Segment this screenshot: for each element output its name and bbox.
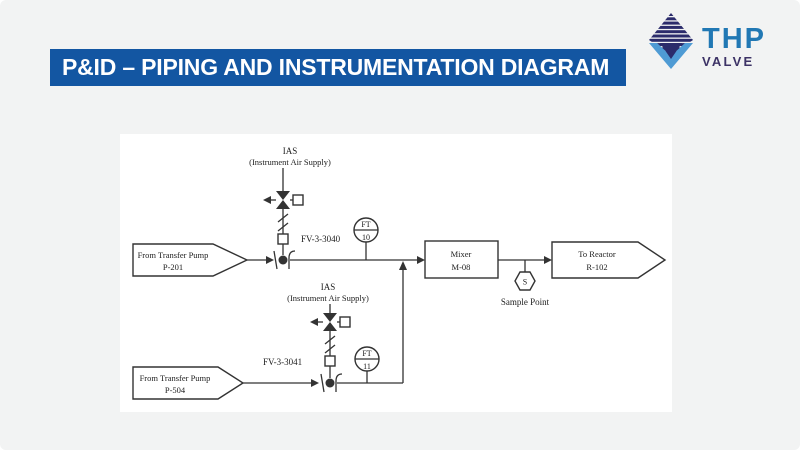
logo-brand-text: THP <box>702 23 766 55</box>
valve-fv-3-3041 <box>320 373 343 393</box>
positioner-box-top <box>277 233 289 245</box>
pilot-valve-bottom-triangle <box>276 200 290 209</box>
destination-reactor-r102: To Reactor R-102 <box>551 241 667 279</box>
source-p201-line1: From Transfer Pump <box>138 250 209 260</box>
positioner-box-bottom <box>324 355 336 367</box>
mixer-m08: Mixer M-08 <box>424 240 499 279</box>
ias-label-bottom: IAS (Instrument Air Supply) <box>287 282 369 303</box>
pid-diagram: From Transfer Pump P-201 IAS (Instrument… <box>132 146 667 400</box>
flow-transmitter-ft10: FT 10 <box>353 217 379 260</box>
ft11-letters: FT <box>362 349 371 358</box>
pilot-valve-bottom-triangle <box>323 322 337 331</box>
mixer-line2: M-08 <box>452 262 471 272</box>
pilot-valve-top-triangle <box>276 191 290 200</box>
source-p201-line2: P-201 <box>163 262 183 272</box>
flow-arrow-top <box>266 256 274 264</box>
signal-slash <box>324 335 336 345</box>
logo-sub-text: VALVE <box>702 54 755 69</box>
valve-tag-fv-3-3041: FV-3-3041 <box>263 357 302 367</box>
source-p504-line2: P-504 <box>165 385 186 395</box>
flow-arrow-up <box>399 261 407 270</box>
signal-slash <box>324 344 336 354</box>
ias-bottom-line2: (Instrument Air Supply) <box>287 293 369 303</box>
page-title: P&ID – PIPING AND INSTRUMENTATION DIAGRA… <box>62 54 610 80</box>
ft11-number: 11 <box>363 362 371 371</box>
valve-fv-3-3040 <box>273 250 296 270</box>
ft10-letters: FT <box>361 220 370 229</box>
source-pump-p201: From Transfer Pump P-201 <box>132 243 249 277</box>
sample-point-symbol: S <box>523 278 527 287</box>
ft10-number: 10 <box>362 233 370 242</box>
ias-top-line1: IAS <box>283 146 298 156</box>
source-p504-line1: From Transfer Pump <box>140 373 211 383</box>
sample-point-label: Sample Point <box>501 297 550 307</box>
solenoid-box-bottom <box>339 316 351 328</box>
vent-arrow-top <box>263 196 271 204</box>
vent-arrow-bottom <box>310 318 318 326</box>
flow-arrow-bottom <box>311 379 319 387</box>
ias-top-line2: (Instrument Air Supply) <box>249 157 331 167</box>
ias-label-top: IAS (Instrument Air Supply) <box>249 146 331 167</box>
pilot-valve-top-triangle <box>323 313 337 322</box>
actuator-fv-3-3040 <box>263 168 304 255</box>
thp-valve-logo: THP VALVE <box>648 13 766 69</box>
flow-arrow-mixer <box>417 256 425 264</box>
sample-point: S Sample Point <box>501 260 550 307</box>
pid-diagram-panel: From Transfer Pump P-201 IAS (Instrument… <box>120 134 672 412</box>
signal-slash <box>277 213 289 223</box>
source-pump-p504: From Transfer Pump P-504 <box>132 366 245 400</box>
reactor-line2: R-102 <box>586 262 607 272</box>
ias-bottom-line1: IAS <box>321 282 336 292</box>
valve-tag-fv-3-3040: FV-3-3040 <box>301 234 341 244</box>
flow-transmitter-ft11: FT 11 <box>354 346 380 383</box>
thp-logo-icon <box>649 13 693 69</box>
actuator-fv-3-3041 <box>310 304 351 378</box>
flow-arrow-reactor <box>544 256 552 264</box>
solenoid-box-top <box>292 194 304 206</box>
mixer-line1: Mixer <box>451 249 472 259</box>
reactor-line1: To Reactor <box>578 249 616 259</box>
title-banner: P&ID – PIPING AND INSTRUMENTATION DIAGRA… <box>50 49 626 86</box>
signal-slash <box>277 222 289 232</box>
